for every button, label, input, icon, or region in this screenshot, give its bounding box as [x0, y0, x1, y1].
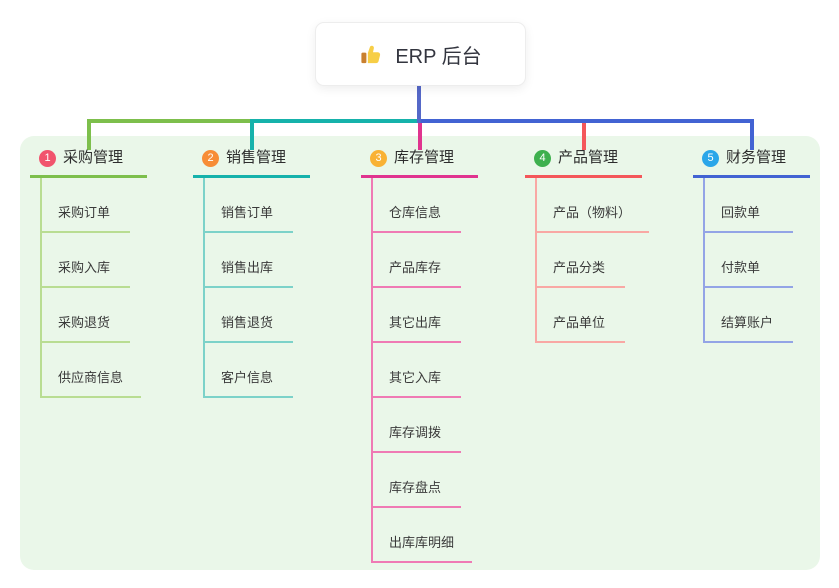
- branch-connector-drop: [87, 119, 91, 150]
- leaf-node[interactable]: 产品分类: [537, 233, 625, 288]
- leaf-label: 库存盘点: [389, 480, 442, 495]
- branch-number-badge: 3: [370, 149, 387, 167]
- leaf-label: 产品库存: [389, 260, 442, 275]
- leaf-node[interactable]: 销售出库: [205, 233, 293, 288]
- branches-panel: [20, 136, 820, 570]
- leaf-node[interactable]: 供应商信息: [42, 343, 142, 398]
- leaf-node[interactable]: 客户信息: [205, 343, 293, 398]
- root-connector: [417, 84, 421, 123]
- leaf-node[interactable]: 采购退货: [42, 288, 130, 343]
- branch-title[interactable]: 4 产品管理: [525, 148, 642, 178]
- leaf-node[interactable]: 销售退货: [205, 288, 293, 343]
- branch-connector-horizontal: [417, 119, 754, 123]
- leaf-label: 付款单: [721, 260, 761, 275]
- leaf-label: 供应商信息: [58, 370, 124, 385]
- branch-connector-horizontal: [250, 119, 421, 123]
- leaf-label: 回款单: [721, 205, 761, 220]
- branch-children: 产品（物料） 产品分类 产品单位: [535, 178, 650, 343]
- leaf-label: 出库库明细: [389, 535, 455, 550]
- branch-title[interactable]: 1 采购管理: [30, 148, 147, 178]
- leaf-label: 销售出库: [221, 260, 274, 275]
- branch-label: 采购管理: [63, 149, 124, 166]
- leaf-node[interactable]: 结算账户: [705, 288, 793, 343]
- leaf-label: 其它入库: [389, 370, 442, 385]
- branch-connector-drop: [418, 119, 422, 150]
- branch-children: 仓库信息 产品库存 其它出库 其它入库 库存调拨 库存盘点 出库库明细: [371, 178, 473, 563]
- leaf-node[interactable]: 出库库明细: [373, 508, 473, 563]
- leaf-node[interactable]: 回款单: [705, 178, 793, 233]
- leaf-label: 产品分类: [553, 260, 606, 275]
- leaf-label: 采购退货: [58, 315, 111, 330]
- leaf-label: 采购入库: [58, 260, 111, 275]
- leaf-node[interactable]: 采购入库: [42, 233, 130, 288]
- leaf-node[interactable]: 产品单位: [537, 288, 625, 343]
- branch-title[interactable]: 5 财务管理: [693, 148, 810, 178]
- leaf-node[interactable]: 采购订单: [42, 178, 130, 233]
- branch-connector-drop: [750, 119, 754, 150]
- branch-children: 销售订单 销售出库 销售退货 客户信息: [203, 178, 293, 398]
- branch-title[interactable]: 3 库存管理: [361, 148, 478, 178]
- leaf-label: 其它出库: [389, 315, 442, 330]
- branch-node-3: 3 库存管理 仓库信息 产品库存 其它出库 其它入库 库存调拨 库存盘点 出库库…: [361, 148, 478, 563]
- leaf-node[interactable]: 其它出库: [373, 288, 461, 343]
- leaf-node[interactable]: 仓库信息: [373, 178, 461, 233]
- leaf-label: 销售订单: [221, 205, 274, 220]
- leaf-label: 客户信息: [221, 370, 274, 385]
- root-node[interactable]: ERP 后台: [315, 22, 526, 86]
- branch-label: 产品管理: [558, 149, 619, 166]
- leaf-node[interactable]: 库存调拨: [373, 398, 461, 453]
- leaf-node[interactable]: 其它入库: [373, 343, 461, 398]
- branch-number-badge: 2: [202, 149, 219, 167]
- leaf-label: 库存调拨: [389, 425, 442, 440]
- branch-label: 库存管理: [394, 149, 455, 166]
- branch-children: 采购订单 采购入库 采购退货 供应商信息: [40, 178, 142, 398]
- leaf-label: 仓库信息: [389, 205, 442, 220]
- branch-label: 销售管理: [226, 149, 287, 166]
- leaf-label: 销售退货: [221, 315, 274, 330]
- branch-connector-drop: [582, 119, 586, 150]
- leaf-node[interactable]: 付款单: [705, 233, 793, 288]
- leaf-node[interactable]: 产品（物料）: [537, 178, 650, 233]
- leaf-label: 采购订单: [58, 205, 111, 220]
- branch-node-2: 2 销售管理 销售订单 销售出库 销售退货 客户信息: [193, 148, 310, 398]
- root-label: ERP 后台: [395, 45, 482, 68]
- leaf-node[interactable]: 产品库存: [373, 233, 461, 288]
- branch-node-4: 4 产品管理 产品（物料） 产品分类 产品单位: [525, 148, 650, 343]
- branch-number-badge: 5: [702, 149, 719, 167]
- leaf-node[interactable]: 库存盘点: [373, 453, 461, 508]
- branch-connector-drop: [250, 119, 254, 150]
- branch-label: 财务管理: [726, 149, 787, 166]
- leaf-label: 产品单位: [553, 315, 606, 330]
- branch-children: 回款单 付款单 结算账户: [703, 178, 793, 343]
- leaf-node[interactable]: 销售订单: [205, 178, 293, 233]
- branch-number-badge: 4: [534, 149, 551, 167]
- branch-node-1: 1 采购管理 采购订单 采购入库 采购退货 供应商信息: [30, 148, 147, 398]
- branch-number-badge: 1: [39, 149, 56, 167]
- branch-title[interactable]: 2 销售管理: [193, 148, 310, 178]
- thumbs-up-icon: [359, 42, 384, 67]
- leaf-label: 结算账户: [721, 315, 774, 330]
- branch-node-5: 5 财务管理 回款单 付款单 结算账户: [693, 148, 810, 343]
- leaf-label: 产品（物料）: [553, 205, 632, 220]
